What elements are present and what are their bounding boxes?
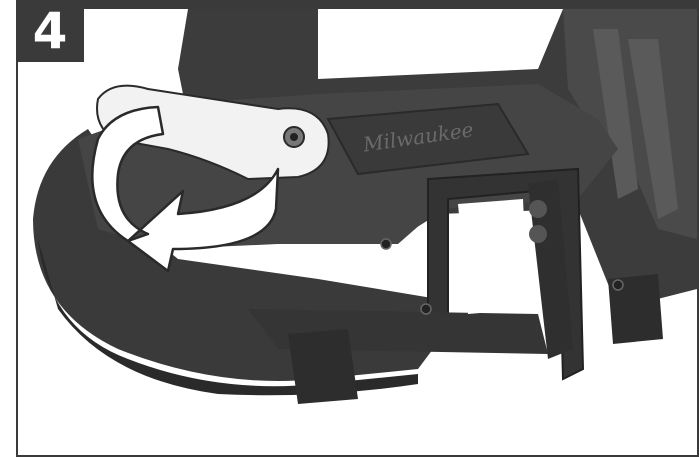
frame-left-border: [16, 0, 18, 455]
brand-plate: [326, 102, 530, 176]
saw-foot-clip-right: [608, 274, 663, 344]
rotation-arrow-icon: [91, 105, 280, 273]
screw-1: [380, 238, 392, 250]
screw-3: [612, 279, 624, 291]
saw-foot-clip-left: [288, 329, 358, 404]
frame-right-border: [697, 0, 699, 457]
step-number-badge: 4: [16, 0, 84, 62]
blade-guide-assembly: [528, 179, 573, 359]
band-saw-illustration: Milwaukee: [33, 9, 697, 404]
frame-top-bar: [16, 0, 699, 9]
frame-bottom-border: [16, 455, 699, 457]
screw-2: [420, 303, 432, 315]
